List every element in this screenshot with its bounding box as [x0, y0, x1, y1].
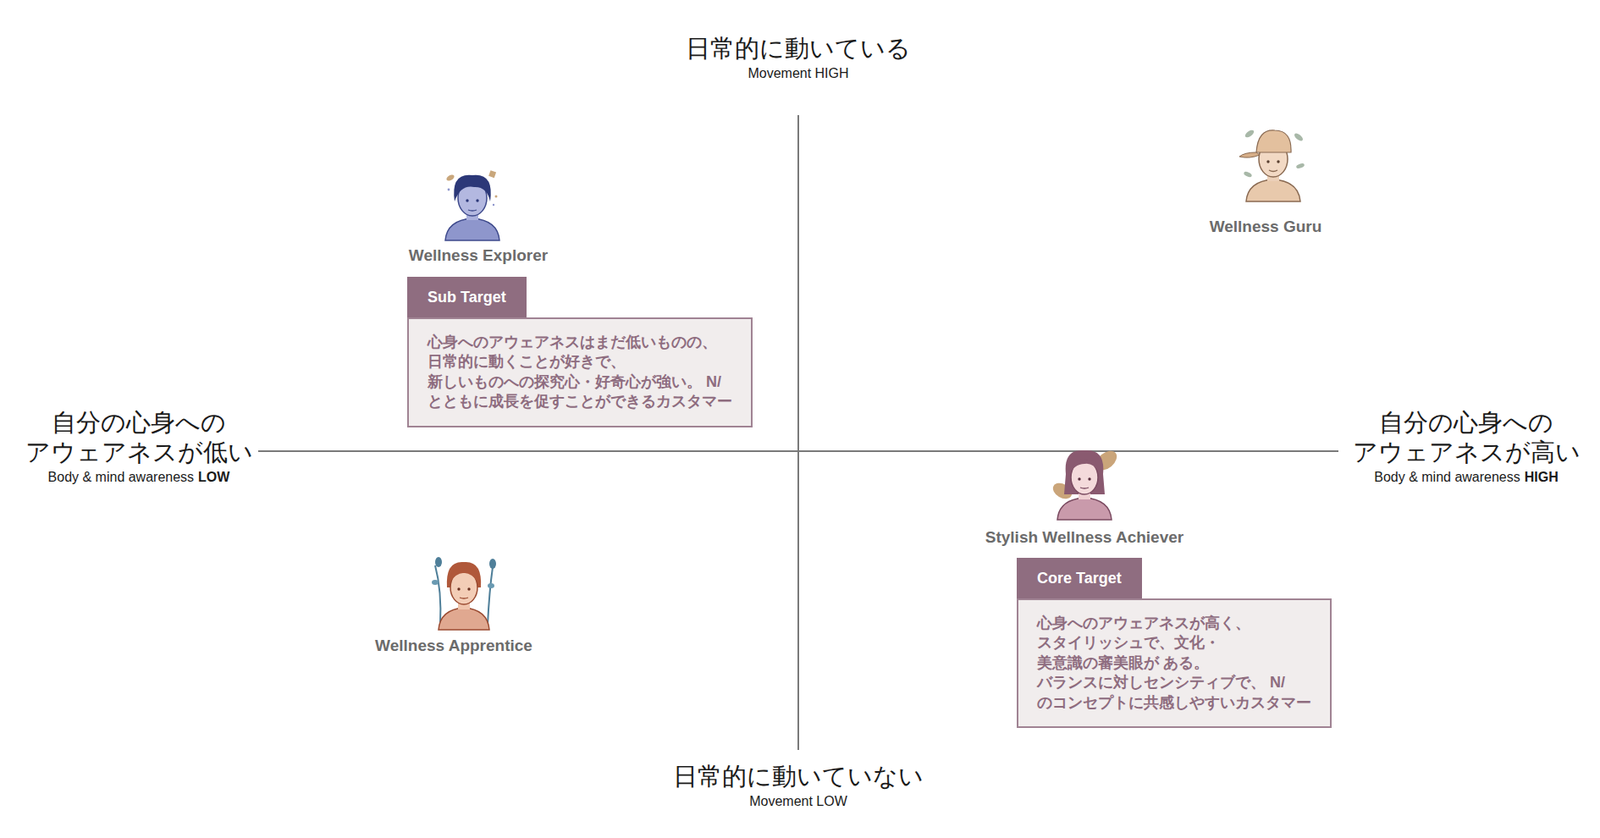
label-row: Body & mind awarenessLOW — [25, 467, 254, 486]
description-box: 心身へのアウェアネスはまだ低いものの、 日常的に動くことが好きで、 新しいものへ… — [407, 317, 753, 428]
axis-title: 自分の心身への アウェアネスが高い — [1352, 408, 1581, 468]
label-group: 自分の心身への アウェアネスが低いBody & mind awarenessLO… — [25, 408, 254, 486]
axis-subtitle: Movement LOW — [749, 793, 848, 811]
target-label: Core Target — [1016, 557, 1143, 599]
persona-name: Stylish Wellness Achiever — [985, 528, 1184, 547]
achiever-icon — [1050, 446, 1121, 520]
label-group: 日常的に動いているMovement HIGH — [685, 33, 911, 83]
axis-title: 日常的に動いていない — [673, 761, 924, 792]
target-label: Sub Target — [407, 276, 527, 318]
description-text: 心身へのアウェアネスが高く、 スタイリッシュで、文化・美意識の審美眼が ある。バ… — [1037, 613, 1312, 713]
label-row: Body & mind awarenessHIGH — [1352, 467, 1581, 486]
horizontal-axis — [258, 450, 1339, 453]
persona-name: Wellness Guru — [1209, 217, 1323, 237]
explorer-icon — [445, 170, 500, 241]
label-group: Wellness Guru — [1209, 217, 1323, 237]
axis-subtitle: Movement HIGH — [747, 65, 849, 83]
vertical-axis — [797, 115, 800, 751]
axis-subtitle: Body & mind awareness — [1373, 468, 1521, 486]
description-box: 心身へのアウェアネスが高く、 スタイリッシュで、文化・美意識の審美眼が ある。バ… — [1016, 598, 1332, 729]
axis-level: HIGH — [1524, 468, 1559, 486]
persona-name: Wellness Apprentice — [375, 636, 533, 656]
target-tag: Core Target — [1016, 557, 1143, 599]
persona-name: Wellness Explorer — [408, 246, 548, 265]
label-row: Movement HIGH — [685, 63, 911, 83]
target-tag: Sub Target — [407, 276, 527, 318]
label-row: 自分の心身への アウェアネスが低い — [25, 408, 254, 468]
label-group: Wellness Apprentice — [375, 636, 533, 656]
apprentice-icon — [431, 557, 497, 630]
label-row: 日常的に動いていない — [673, 761, 924, 792]
axis-subtitle: Body & mind awareness — [48, 468, 195, 486]
label-row: Wellness Guru — [1209, 217, 1323, 237]
label-row: 日常的に動いている — [685, 33, 911, 64]
axis-title: 日常的に動いている — [685, 33, 911, 64]
axis-level: LOW — [198, 468, 230, 486]
label-row: Movement LOW — [673, 791, 924, 811]
label-group: 日常的に動いていないMovement LOW — [673, 761, 924, 811]
label-row: 自分の心身への アウェアネスが高い — [1352, 408, 1581, 468]
axis-title: 自分の心身への アウェアネスが低い — [25, 408, 254, 468]
description-text: 心身へのアウェアネスはまだ低いものの、 日常的に動くことが好きで、 新しいものへ… — [427, 332, 733, 413]
label-group: 自分の心身への アウェアネスが高いBody & mind awarenessHI… — [1352, 408, 1581, 486]
label-row: Wellness Apprentice — [375, 636, 533, 656]
guru-icon — [1239, 128, 1306, 202]
